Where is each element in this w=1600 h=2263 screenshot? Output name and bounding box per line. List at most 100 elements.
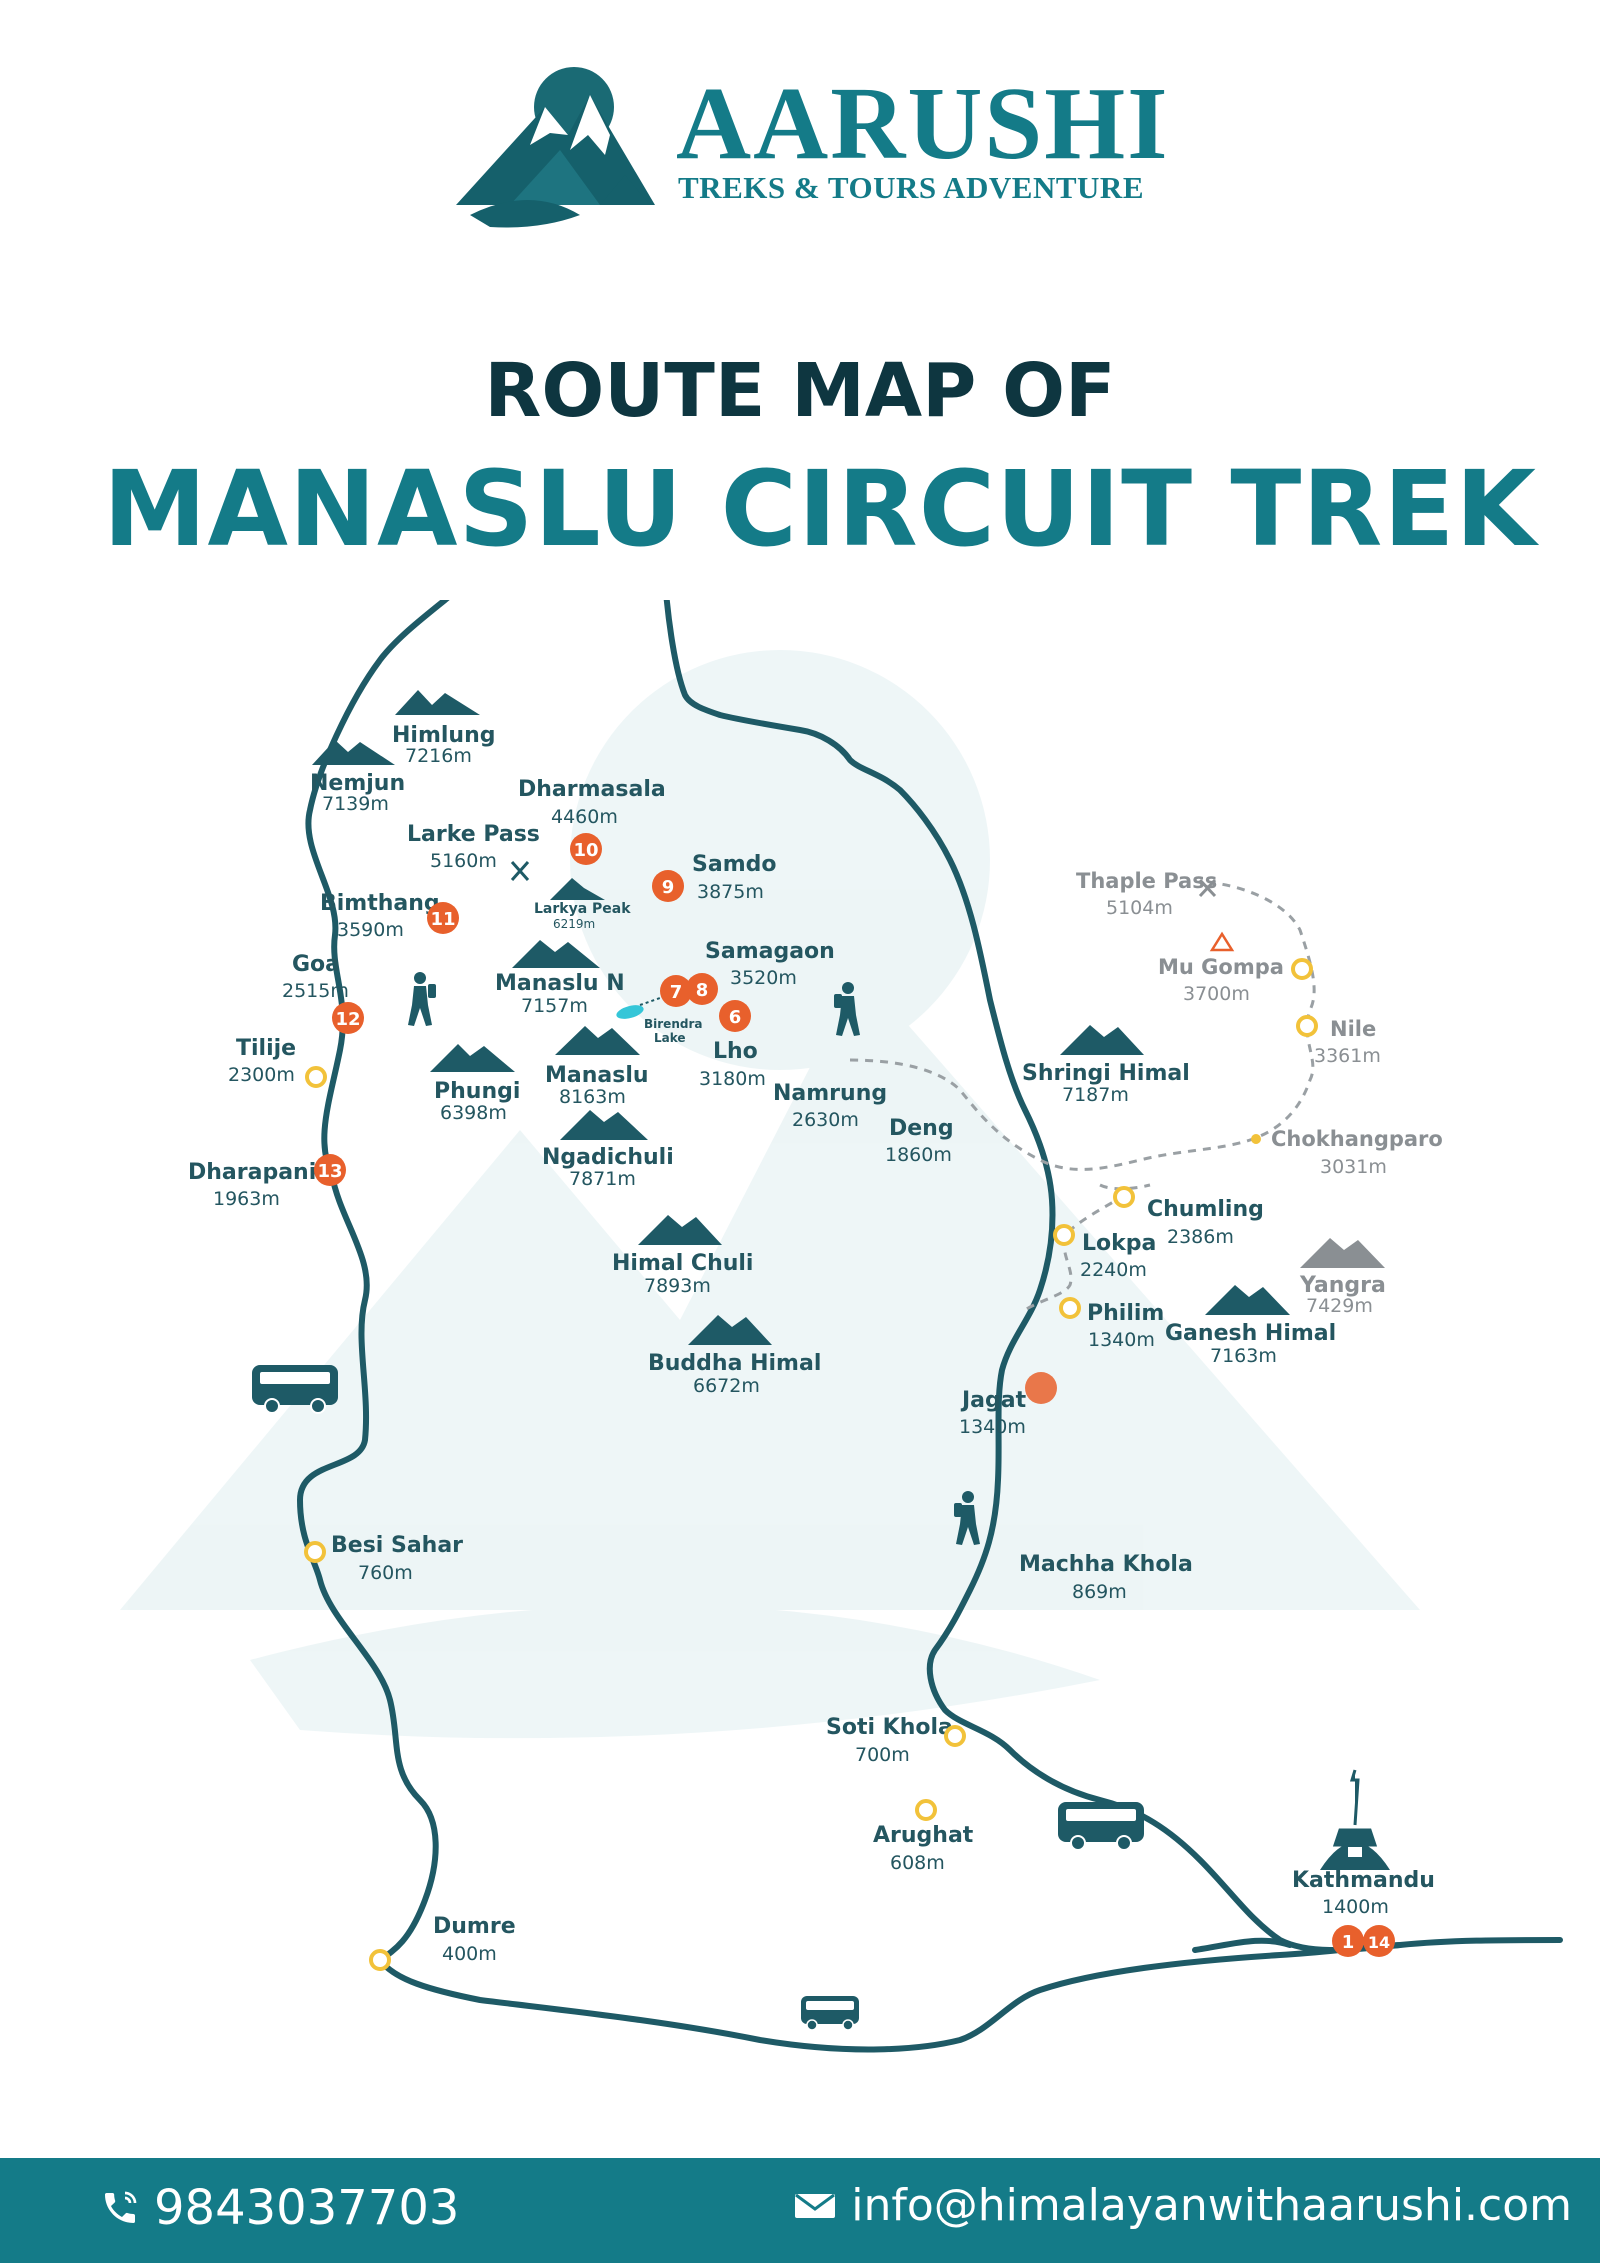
svg-text:Phungi: Phungi: [434, 1079, 520, 1104]
place-tilije: Tilije 2300m: [228, 1036, 327, 1088]
svg-text:7157m: 7157m: [521, 995, 588, 1017]
svg-text:Bimthang: Bimthang: [320, 891, 440, 916]
svg-text:1963m: 1963m: [213, 1188, 280, 1210]
svg-text:Goa: Goa: [292, 952, 340, 977]
svg-text:Besi Sahar: Besi Sahar: [331, 1533, 463, 1558]
peak-ngadichuli: Ngadichuli 7871m: [542, 1110, 674, 1190]
main-route: [296, 600, 1563, 2053]
svg-text:3520m: 3520m: [730, 967, 797, 989]
brand-tagline: TREKS & TOURS ADVENTURE: [678, 170, 1144, 205]
svg-text:3180m: 3180m: [699, 1068, 766, 1090]
stage-goa: Goa 2515m 12: [282, 952, 364, 1034]
svg-text:13: 13: [317, 1161, 342, 1182]
svg-text:8163m: 8163m: [559, 1086, 626, 1108]
svg-text:9: 9: [662, 877, 675, 898]
place-nile: Nile 3361m: [1296, 1015, 1381, 1067]
email-contact[interactable]: info@himalayanwithaarushi.com: [793, 2180, 1572, 2231]
pass-icon: [1198, 878, 1217, 898]
stage-kathmandu: Kathmandu 1400m 1 14: [1292, 1769, 1435, 1957]
mountain-icon: [688, 1315, 772, 1345]
peak-himal-chuli: Himal Chuli 7893m: [612, 1215, 753, 1297]
place-soti-khola: Soti Khola 700m: [826, 1715, 966, 1766]
title-line2: MANASLU CIRCUIT TREK: [102, 448, 1537, 570]
email-address: info@himalayanwithaarushi.com: [851, 2180, 1572, 2231]
svg-text:700m: 700m: [855, 1744, 910, 1766]
pin-icon: [1296, 1015, 1318, 1037]
svg-text:4460m: 4460m: [551, 806, 618, 828]
svg-text:Shringi Himal: Shringi Himal: [1022, 1061, 1190, 1086]
svg-text:2630m: 2630m: [792, 1109, 859, 1131]
peak-phungi: Phungi 6398m: [430, 1044, 520, 1124]
stage-lho: Lho 3180m 6: [699, 1000, 766, 1090]
svg-text:6: 6: [729, 1007, 742, 1028]
svg-text:2240m: 2240m: [1080, 1259, 1147, 1281]
svg-text:1340m: 1340m: [959, 1416, 1026, 1438]
svg-text:7: 7: [670, 982, 683, 1003]
stage-samagaon: Samagaon 3520m 7 8: [660, 939, 835, 1007]
svg-text:Larke Pass: Larke Pass: [407, 822, 540, 847]
svg-text:Dharapani: Dharapani: [188, 1160, 316, 1185]
svg-text:11: 11: [430, 909, 455, 930]
pin-icon: [1053, 1224, 1075, 1246]
svg-text:3031m: 3031m: [1320, 1156, 1387, 1178]
svg-text:Chokhangparo: Chokhangparo: [1271, 1127, 1443, 1151]
svg-text:Arughat: Arughat: [873, 1823, 974, 1848]
svg-text:5104m: 5104m: [1106, 897, 1173, 919]
hiker-icon: [408, 972, 436, 1026]
route-map: Birendra Lake Himlung 7216m Nemjun 7139m…: [120, 600, 1563, 2053]
svg-text:7216m: 7216m: [405, 745, 472, 767]
svg-text:Philim: Philim: [1087, 1301, 1164, 1326]
svg-text:10: 10: [573, 840, 598, 861]
phone-number: 9843037703: [154, 2180, 460, 2236]
place-thaple-pass: Thaple Pass 5104m: [1076, 869, 1217, 919]
mountain-icon: [1205, 1285, 1290, 1315]
svg-text:8: 8: [696, 980, 709, 1001]
svg-text:Nile: Nile: [1330, 1017, 1376, 1041]
phone-contact[interactable]: 9843037703: [100, 2180, 459, 2236]
bus-icon: [1058, 1802, 1144, 1851]
svg-text:7871m: 7871m: [569, 1168, 636, 1190]
svg-text:Ngadichuli: Ngadichuli: [542, 1145, 674, 1170]
mail-icon: [795, 2193, 836, 2218]
place-besi-sahar: Besi Sahar 760m: [304, 1533, 463, 1584]
svg-text:1400m: 1400m: [1322, 1896, 1389, 1918]
svg-text:Soti Khola: Soti Khola: [826, 1715, 953, 1740]
svg-text:Lokpa: Lokpa: [1082, 1231, 1156, 1256]
place-chokhangparo: Chokhangparo 3031m: [1251, 1127, 1443, 1178]
svg-text:7163m: 7163m: [1210, 1345, 1277, 1367]
mountain-icon: [555, 1026, 640, 1055]
peak-larkya: Larkya Peak 6219m: [534, 878, 631, 931]
place-namrung: Namrung 2630m: [773, 1081, 887, 1131]
brand-name: AARUSHI: [676, 66, 1170, 181]
pin-icon: [944, 1725, 966, 1747]
lake-label-2: Lake: [654, 1031, 686, 1045]
peak-himlung: Himlung 7216m: [392, 690, 496, 767]
svg-text:2300m: 2300m: [228, 1064, 295, 1086]
stage-samdo: Samdo 3875m 9: [652, 852, 776, 903]
svg-text:1860m: 1860m: [885, 1144, 952, 1166]
phone-icon: [105, 2191, 137, 2223]
place-philim: Philim 1340m: [1059, 1297, 1164, 1351]
place-chumling: Chumling 2386m: [1113, 1186, 1264, 1248]
pin-icon: [304, 1541, 326, 1563]
place-mu-gompa: Mu Gompa 3700m: [1158, 931, 1313, 1005]
svg-text:Yangra: Yangra: [1299, 1273, 1386, 1298]
svg-text:Nemjun: Nemjun: [310, 771, 405, 796]
logo-mountain-icon: [456, 67, 655, 228]
svg-text:760m: 760m: [358, 1562, 413, 1584]
place-deng: Deng 1860m: [885, 1116, 954, 1166]
svg-text:Tilije: Tilije: [236, 1036, 296, 1061]
hiker-icon: [834, 982, 860, 1036]
svg-text:7429m: 7429m: [1306, 1295, 1373, 1317]
svg-text:Chumling: Chumling: [1147, 1197, 1264, 1222]
bus-icon: [801, 1996, 859, 2031]
mountain-icon: [1060, 1025, 1144, 1055]
mountain-icon: [550, 878, 605, 900]
peak-manaslu: Manaslu 8163m: [545, 1026, 649, 1108]
peak-ganesh-himal: Ganesh Himal 7163m: [1165, 1285, 1336, 1367]
title-line1: ROUTE MAP OF: [484, 348, 1116, 434]
pin-icon: [1291, 958, 1313, 980]
svg-text:2386m: 2386m: [1167, 1226, 1234, 1248]
svg-text:3361m: 3361m: [1314, 1045, 1381, 1067]
svg-text:7893m: 7893m: [644, 1275, 711, 1297]
